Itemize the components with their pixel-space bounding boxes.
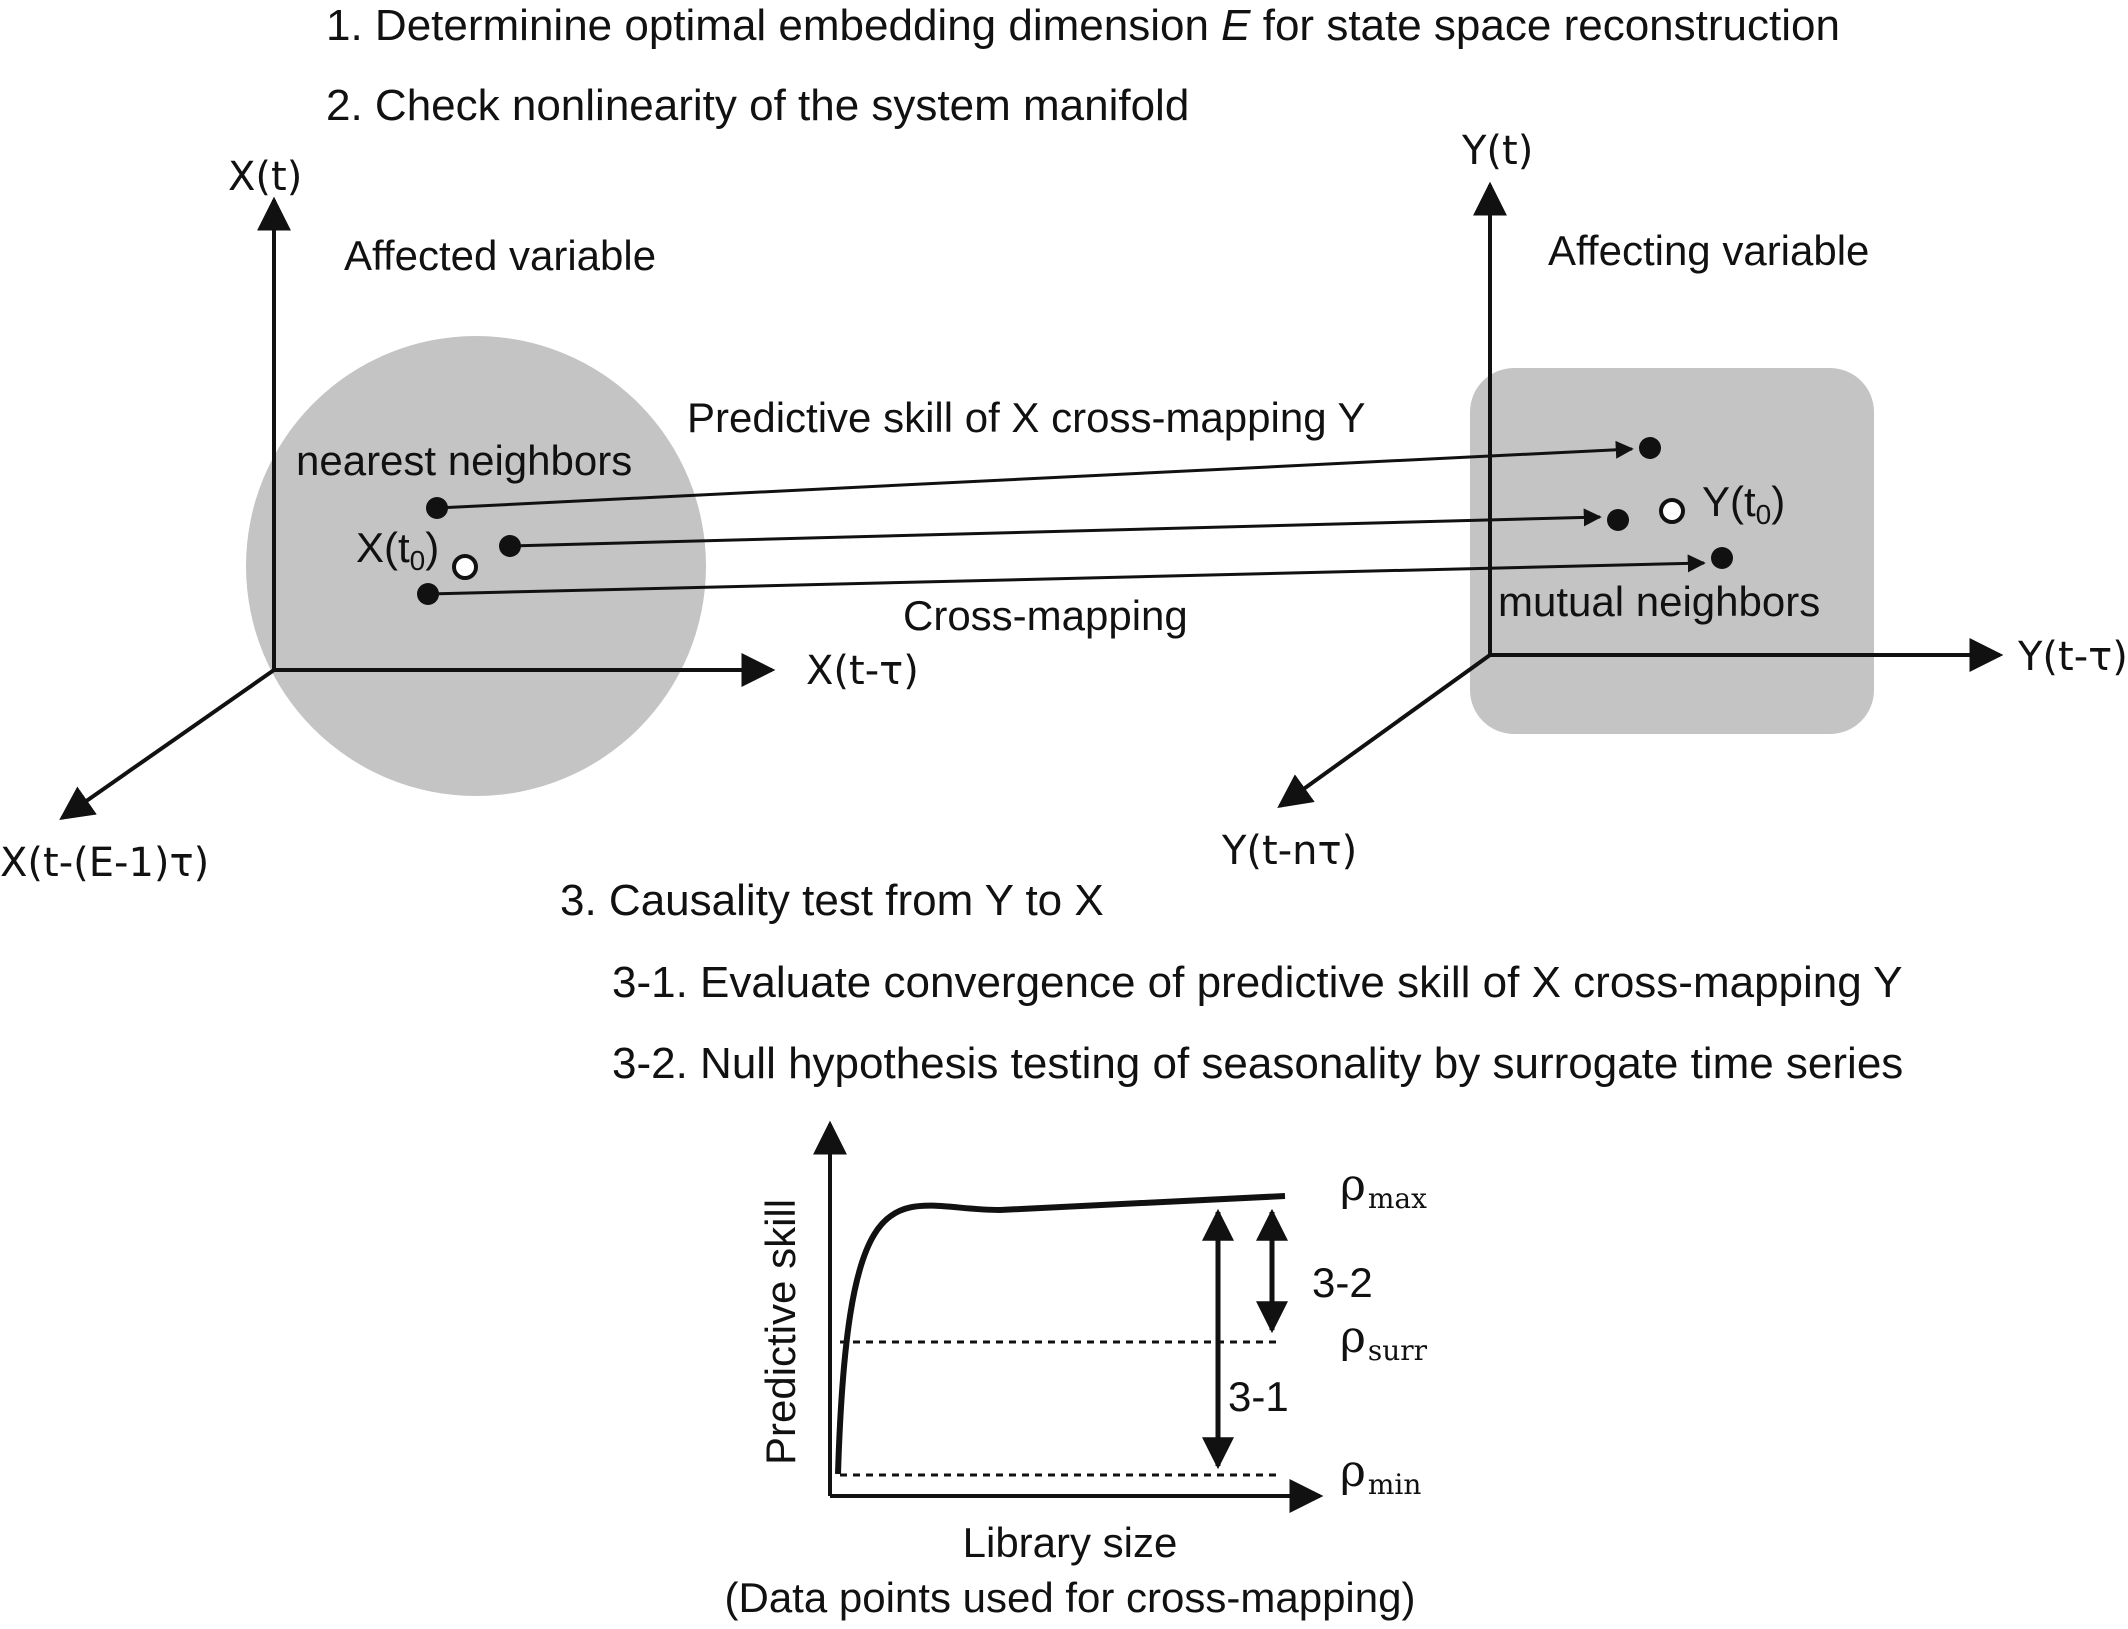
affecting-variable-label: Affecting variable [1548,227,1869,274]
affected-variable-label: Affected variable [344,232,656,279]
right-axis-vertical-label: Y(t) [1461,128,1533,174]
predictive-skill-mapping-label: Predictive skill of X cross-mapping Y [687,394,1365,441]
y-t0-label: Y(t0) [1702,478,1785,530]
rho-surr-label: ρsurr [1340,1312,1428,1367]
mapped-point [1607,509,1629,531]
left-state-space: X(t) X(t-τ) X(t-(E-1)τ) Affected variabl… [0,154,919,886]
step-3-1-text: 3-1. Evaluate convergence of predictive … [612,958,1903,1007]
cross-mapping-arrows: Predictive skill of X cross-mapping Y Cr… [427,394,1706,639]
right-axis-diagonal-label: Y(t-nτ) [1221,828,1357,874]
plot-x-axis-label: Library size [963,1519,1178,1566]
left-axis-diagonal [59,668,276,820]
x-t0-point [452,554,478,580]
step-3-text: 3. Causality test from Y to X [560,876,1104,925]
right-axis-diagonal [1277,653,1492,808]
step-2-text: 2. Check nonlinearity of the system mani… [326,81,1189,130]
nearest-neighbors-label: nearest neighbors [296,437,632,484]
plot-y-axis-label: Predictive skill [757,1199,804,1465]
rho-max-label: ρmax [1340,1160,1427,1215]
convergence-curve [835,1193,1286,1475]
convergence-plot: Predictive skill Library size (Data poin… [725,1120,1428,1621]
surrogate-test-arrow-label: 3-2 [1312,1259,1373,1306]
cross-mapping-arrow [509,508,1602,548]
right-state-space: Y(t) Y(t-τ) Y(t-nτ) Affecting variable m… [1221,128,2128,874]
cross-mapping-arrow [427,554,1706,596]
mutual-neighbors-label: mutual neighbors [1498,578,1820,625]
left-axis-horizontal-label: X(t-τ) [806,648,919,694]
cross-mapping-arrow [436,440,1634,510]
plot-x-axis-note: (Data points used for cross-mapping) [725,1574,1416,1621]
y-t0-point [1659,498,1685,524]
step-1-text: 1. Determinine optimal embedding dimensi… [326,1,1840,50]
step-3-2-text: 3-2. Null hypothesis testing of seasonal… [612,1039,1903,1088]
x-t0-label: X(t0) [356,524,439,576]
mapped-point [1711,547,1733,569]
rho-min-label: ρmin [1340,1446,1421,1501]
left-axis-diagonal-label: X(t-(E-1)τ) [0,840,209,886]
cross-mapping-label: Cross-mapping [903,592,1188,639]
convergence-test-arrow-label: 3-1 [1228,1373,1289,1420]
mapped-point [1639,437,1661,459]
right-neighborhood-region [1470,368,1874,734]
left-axis-vertical-label: X(t) [228,154,302,200]
right-axis-horizontal-label: Y(t-τ) [2017,634,2128,680]
